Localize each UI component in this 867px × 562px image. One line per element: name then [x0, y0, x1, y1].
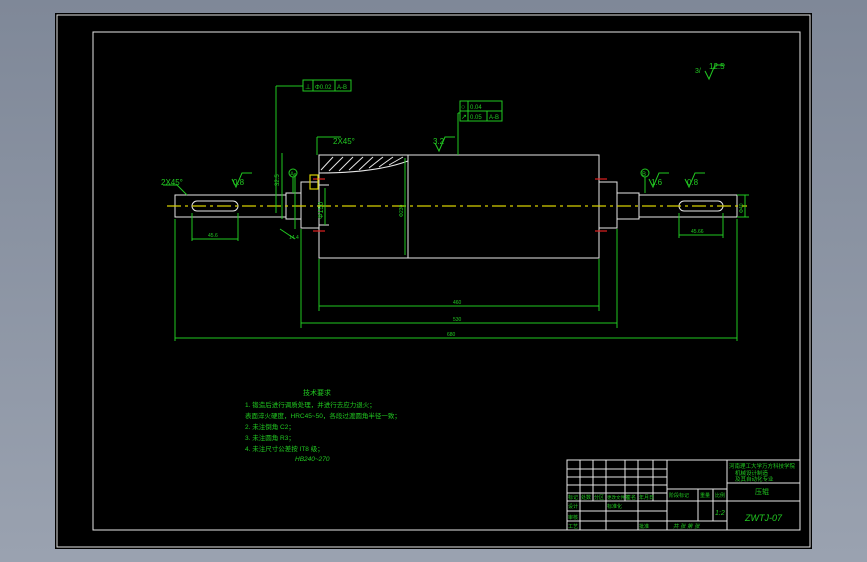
drawing-number: ZWTJ-07: [744, 513, 783, 523]
gdt-top-value: Φ0.02: [315, 85, 332, 91]
scale-label: 比例: [715, 492, 725, 499]
weight-label: 重量: [700, 492, 710, 499]
roughness-drum-label: 3.2: [433, 137, 445, 146]
institution-line-3: 及其自动化专业: [735, 475, 774, 483]
dim-small: 14.4: [289, 235, 299, 241]
institution-line-2: 机械设计制造: [735, 469, 769, 477]
institution-line-1: 河南理工大学万方科技学院: [729, 462, 796, 470]
chamfer-mid-label: 2X45°: [333, 137, 355, 146]
stage-mark-label: 阶段标记: [669, 492, 689, 499]
dim-shoulder: 32.5: [275, 174, 281, 186]
col-head-6: 年月日: [639, 494, 654, 501]
scale-value: 1:2: [715, 510, 725, 517]
dim-keyway-right: 45.66: [691, 229, 704, 235]
gdt-drum-r2-datum: A-B: [489, 115, 499, 121]
datum-b-label: B: [642, 172, 646, 178]
title-block-text: 河南理工大学万方科技学院 机械设计制造 及其自动化专业 压辊 ZWTJ-07 阶…: [568, 462, 796, 530]
notes-footer: HB240~270: [295, 456, 330, 463]
roughness-right-a-label: 1.6: [651, 178, 663, 187]
part-name: 压辊: [755, 487, 769, 496]
gdt-drum-r2-symbol: ↗: [461, 114, 467, 121]
hub-section-mark: [309, 174, 319, 190]
drawing-canvas[interactable]: 2X45° 2X45° 0.8 3.2 1.6 0.8 3/ 12.5 ⊥ Φ0…: [55, 13, 812, 549]
dim-drum-dia: Φ230: [399, 204, 405, 217]
roughness-left-label: 0.8: [233, 178, 245, 187]
col-head-1: 标记: [568, 494, 578, 501]
dim-overall: 680: [447, 332, 456, 338]
datum-markers: [288, 168, 650, 193]
dim-end-dia: Φ40: [739, 203, 745, 213]
row-label-review: 审核: [568, 514, 578, 521]
col-head-5: 签名: [626, 494, 636, 501]
roughness-marks: [231, 64, 725, 189]
col-head-3: 分区: [594, 494, 604, 501]
roughness-corner-label: 12.5: [709, 62, 725, 71]
row-label-design: 设计: [568, 503, 578, 510]
gdt-top-datum: A-B: [337, 85, 347, 91]
row-mark-approve: 批准: [639, 523, 649, 530]
section-hatch: [320, 156, 404, 172]
dim-keyway-left: 45.6: [208, 233, 218, 239]
note-line-3: 2. 未注倒角 C2；: [245, 422, 295, 431]
gdt-top-symbol: ⊥: [305, 84, 311, 91]
gdt-drum-r2-value: 0.05: [470, 115, 482, 121]
sheet-text: 共 张 第 张: [673, 523, 701, 530]
roughness-corner-prefix: 3/: [695, 68, 701, 75]
drawing-sheet[interactable]: 2X45° 2X45° 0.8 3.2 1.6 0.8 3/ 12.5 ⊥ Φ0…: [55, 13, 812, 549]
row-mark-standard: 标准化: [607, 503, 622, 510]
dim-bearing-span: 530: [453, 317, 462, 323]
chamfer-left-label: 2X45°: [161, 178, 183, 187]
datum-a-label: A: [290, 172, 294, 178]
gdt-frame-top: [302, 79, 352, 92]
col-head-4: 更改文件号: [607, 494, 630, 501]
dim-drum-length: 460: [453, 300, 462, 306]
note-line-5: 4. 未注尺寸公差按 IT8 级；: [245, 444, 324, 453]
roughness-right-b-label: 0.8: [687, 178, 699, 187]
gdt-frame-drum: [459, 100, 503, 122]
note-line-1: 1. 锻造后进行调质处理，并进行去应力退火；: [245, 400, 376, 409]
dim-hub-dia: Φ150: [318, 202, 325, 219]
bearing-marks: [313, 178, 607, 232]
row-label-process: 工艺: [568, 524, 578, 530]
technical-notes: 技术要求 1. 锻造后进行调质处理，并进行去应力退火； 表面淬火硬度，HRC45…: [245, 388, 401, 463]
title-block-grid: [566, 459, 801, 531]
outer-frame: [56, 14, 811, 548]
gdt-drum-r1-symbol: ○: [461, 104, 465, 111]
note-line-2: 表面淬火硬度，HRC45~50，各段过渡圆角半径一致；: [245, 411, 401, 420]
dimension-lines: [163, 85, 749, 341]
note-line-4: 3. 未注圆角 R3；: [245, 433, 295, 442]
notes-title: 技术要求: [303, 388, 331, 397]
col-head-2: 处数: [581, 494, 591, 501]
inner-frame: [92, 31, 801, 531]
gdt-drum-r1-value: 0.04: [470, 105, 482, 111]
